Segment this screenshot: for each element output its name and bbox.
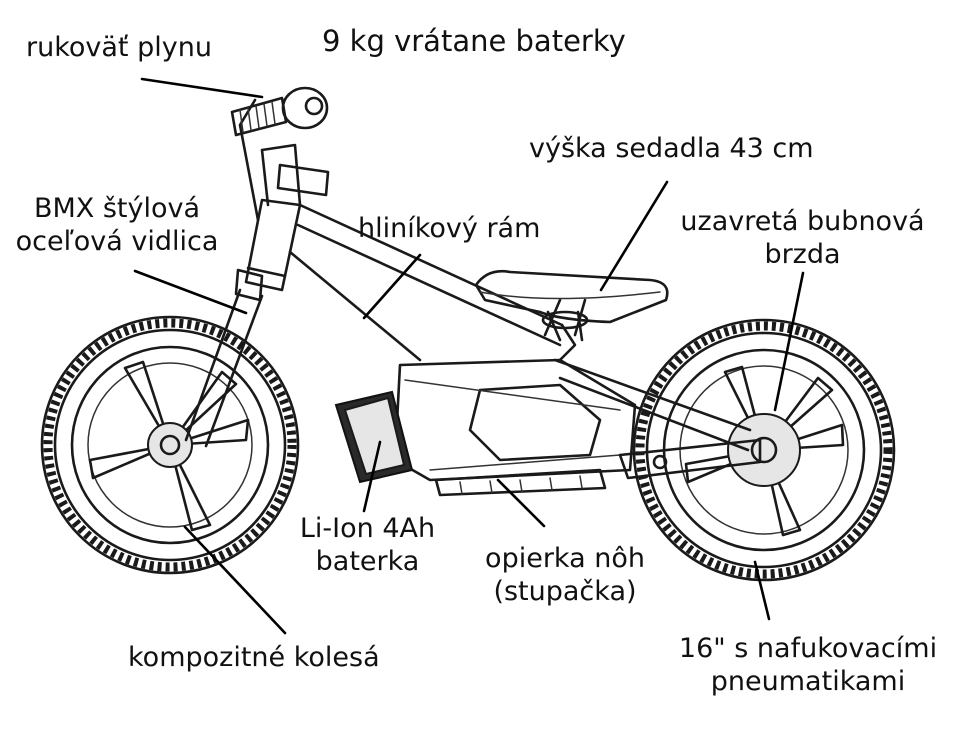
label-brake: uzavretá bubnová brzda bbox=[675, 205, 930, 271]
label-fork-line1: BMX štýlová bbox=[33, 193, 201, 224]
label-footrest-line2: (stupačka) bbox=[493, 576, 637, 607]
fork bbox=[184, 198, 302, 448]
label-footrest-line1: opierka nôh bbox=[485, 543, 645, 574]
label-tires-line2: pneumatikami bbox=[710, 666, 906, 697]
leader-lines bbox=[133, 77, 805, 635]
label-tires-line1: 16" s nafukovacími bbox=[678, 633, 938, 664]
label-footrest: opierka nôh (stupačka) bbox=[475, 542, 655, 608]
label-brake-line1: uzavretá bubnová bbox=[680, 206, 925, 237]
label-brake-line2: brzda bbox=[764, 239, 841, 270]
label-seat: výška sedadla 43 cm bbox=[529, 133, 814, 164]
battery-box bbox=[334, 358, 637, 484]
label-throttle: rukoväť plynu bbox=[26, 32, 212, 63]
front-wheel bbox=[40, 315, 300, 575]
label-fork: BMX štýlová oceľová vidlica bbox=[12, 192, 222, 258]
frame bbox=[288, 203, 752, 452]
label-battery-line2: baterka bbox=[315, 546, 420, 577]
footrest bbox=[434, 468, 607, 497]
title: 9 kg vrátane baterky bbox=[322, 24, 626, 58]
label-tires: 16" s nafukovacími pneumatikami bbox=[672, 632, 944, 698]
label-battery: Li-Ion 4Ah baterka bbox=[285, 512, 450, 578]
label-fork-line2: oceľová vidlica bbox=[15, 226, 219, 257]
label-battery-line1: Li-Ion 4Ah bbox=[299, 513, 436, 544]
label-frame: hliníkový rám bbox=[358, 213, 541, 244]
seat bbox=[474, 270, 669, 342]
rear-arm bbox=[618, 438, 762, 480]
handlebar bbox=[230, 86, 330, 222]
label-wheels: kompozitné kolesá bbox=[128, 642, 380, 673]
